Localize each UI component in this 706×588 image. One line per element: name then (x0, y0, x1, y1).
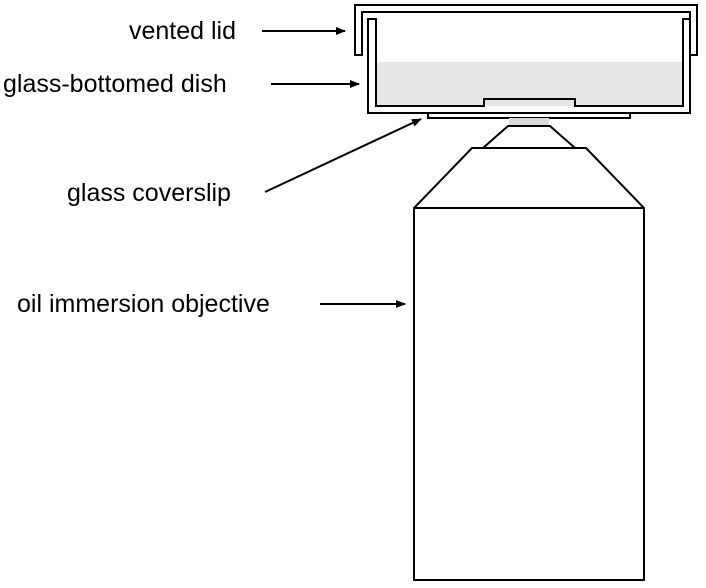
label-glass-bottomed-dish: glass-bottomed dish (3, 70, 227, 98)
label-oil-immersion-objective: oil immersion objective (17, 290, 270, 318)
glass-coverslip (427, 112, 631, 119)
oil-immersion-objective (413, 147, 645, 581)
arrow-glass-coverslip (264, 118, 422, 193)
immersion-oil (509, 118, 549, 127)
objective-tip (482, 125, 576, 149)
label-vented-lid: vented lid (129, 17, 236, 45)
vented-lid (354, 4, 698, 56)
glass-bottomed-dish (367, 18, 691, 114)
label-glass-coverslip: glass coverslip (67, 179, 231, 207)
